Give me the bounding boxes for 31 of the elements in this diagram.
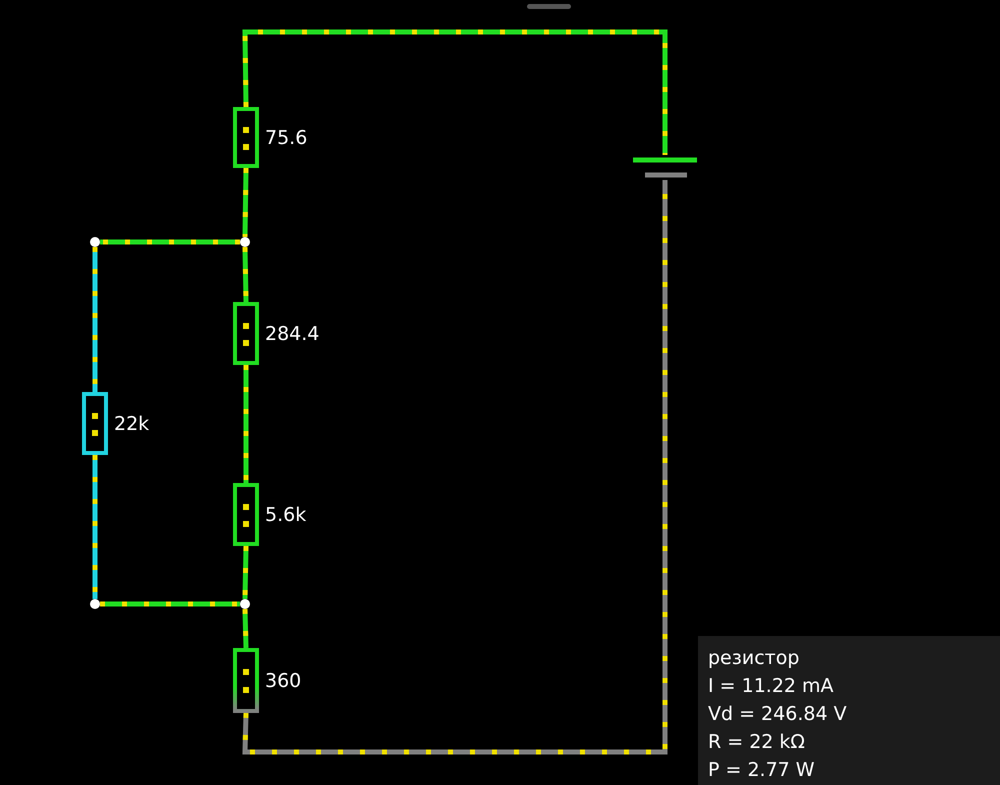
wire	[100, 602, 240, 606]
resistor-symbol	[233, 107, 259, 168]
reading-text: I = 11.22 mA	[708, 674, 834, 699]
wire	[100, 240, 240, 244]
junction-dot	[90, 237, 100, 247]
wire	[242, 168, 248, 238]
resistor-symbol	[82, 392, 108, 455]
reading-text: R = 22 kΩ	[708, 730, 805, 755]
battery-symbol	[631, 155, 699, 180]
reading-text: P = 2.77 W	[708, 758, 815, 783]
wire	[242, 180, 668, 754]
resistance-label: 360	[265, 670, 302, 692]
junction-dot	[90, 599, 100, 609]
info-panel	[698, 636, 1000, 785]
resistance-label: 22k	[114, 412, 150, 434]
wire	[92, 247, 98, 392]
junction-dot	[240, 237, 250, 247]
wire	[92, 455, 98, 599]
resistor-symbol	[233, 483, 259, 546]
wire	[242, 30, 668, 155]
reading-text: Vd = 246.84 V	[708, 702, 847, 727]
wire	[242, 246, 248, 302]
resistor-symbol	[233, 302, 259, 365]
junction-dot	[240, 599, 250, 609]
resistor-symbol	[233, 648, 259, 713]
panel-heading: резистор	[708, 646, 800, 671]
wire	[242, 546, 248, 600]
resistance-label: 284.4	[265, 322, 320, 344]
resistance-label: 75.6	[265, 126, 308, 148]
wire	[244, 365, 248, 483]
resistance-label: 5.6k	[265, 504, 306, 526]
